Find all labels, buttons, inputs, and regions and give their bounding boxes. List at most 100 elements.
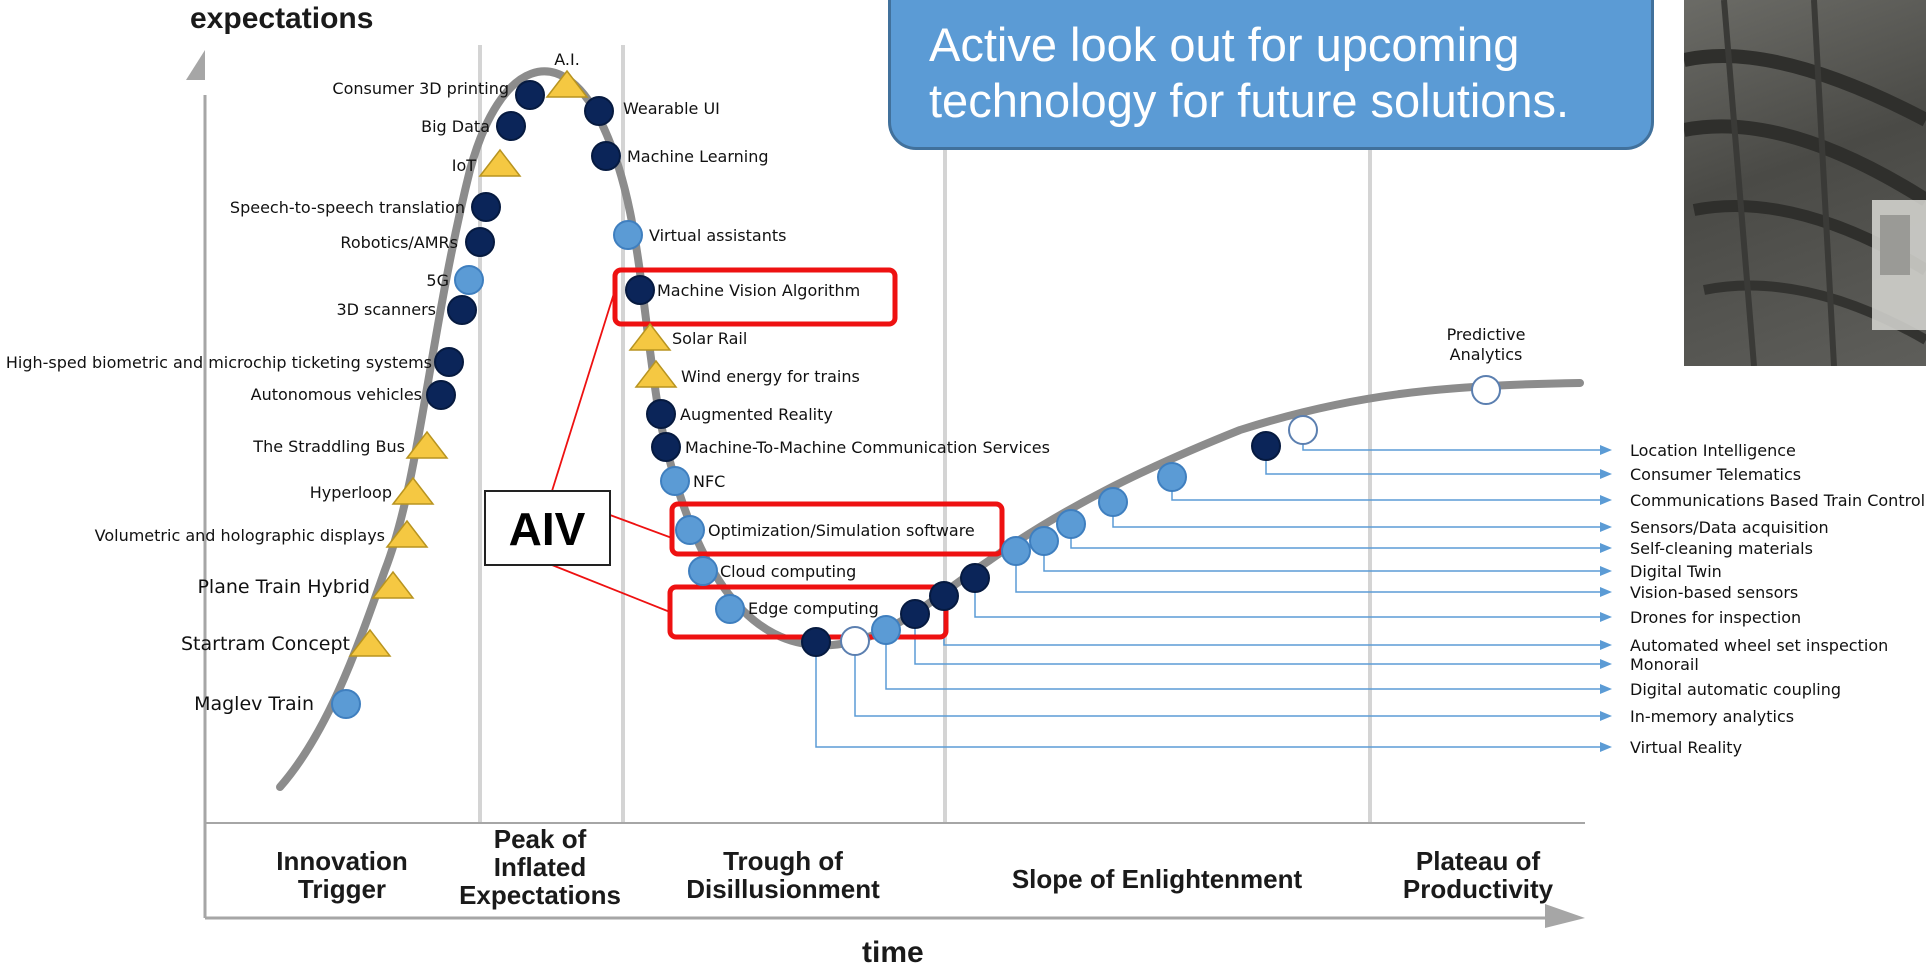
phase-label-1-line-2: Trigger xyxy=(298,874,386,904)
label-plane-train-hybrid: Plane Train Hybrid xyxy=(197,576,370,598)
connector-vision-based-sensors xyxy=(1015,565,1600,593)
arrow-location-intelligence-icon xyxy=(1600,445,1612,455)
arrow-in-memory-analytics-icon xyxy=(1600,711,1612,721)
label-volumetric-and-holographic-displays: Volumetric and holographic displays xyxy=(95,526,385,545)
marker-machine-vision-algorithm xyxy=(625,275,655,305)
list-label-vision-based-sensors: Vision-based sensors xyxy=(1630,583,1798,602)
marker-the-straddling-bus xyxy=(405,430,449,459)
label-solar-rail: Solar Rail xyxy=(672,329,747,348)
phase-label-2-line-1: Peak of xyxy=(494,824,587,854)
marker-plane-train-hybrid xyxy=(371,570,415,599)
marker-sensors-data-acquisition xyxy=(1098,487,1128,517)
connector-lines xyxy=(815,444,1612,752)
connector-digital-automatic-coupling xyxy=(885,644,1600,690)
arrow-sensors-data-acquisition-icon xyxy=(1600,522,1612,532)
marker-robotics-amrs xyxy=(465,227,495,257)
connector-automated-wheel-set-inspection xyxy=(943,610,1600,646)
marker-wind-energy-for-trains xyxy=(634,359,678,388)
phase-label-3-line-2: Disillusionment xyxy=(686,874,880,904)
arrow-self-cleaning-materials-icon xyxy=(1600,543,1612,553)
phase-label-5-line-2: Productivity xyxy=(1403,874,1554,904)
marker-digital-automatic-coupling xyxy=(871,615,901,645)
marker-startram-concept xyxy=(348,628,392,657)
marker-consumer-3d-printing xyxy=(515,80,545,110)
label-machine-to-machine-communication-services: Machine-To-Machine Communication Service… xyxy=(685,438,1050,457)
marker-iot xyxy=(478,148,522,177)
marker-virtual-assistants xyxy=(613,220,643,250)
x-axis-arrow-icon xyxy=(1545,904,1585,928)
connector-drones-for-inspection xyxy=(974,592,1600,618)
list-label-drones-for-inspection: Drones for inspection xyxy=(1630,608,1801,627)
aiv-label: AIV xyxy=(509,503,586,555)
phase-label-2-line-3: Expectations xyxy=(459,880,621,910)
arrow-automated-wheel-set-inspection-icon xyxy=(1600,640,1612,650)
label-predictive-analytics-line-1: Predictive xyxy=(1447,325,1526,344)
marker-self-cleaning-materials xyxy=(1056,509,1086,539)
marker-wearable-ui xyxy=(584,96,614,126)
technology-markers xyxy=(331,69,1501,719)
label-maglev-train: Maglev Train xyxy=(194,693,314,715)
y-axis-arrow-icon xyxy=(186,50,205,80)
label-wearable-ui: Wearable UI xyxy=(623,99,720,118)
connector-in-memory-analytics xyxy=(854,655,1600,717)
label-optimization-simulation-software: Optimization/Simulation software xyxy=(708,521,975,540)
marker-5g xyxy=(454,265,484,295)
list-label-location-intelligence: Location Intelligence xyxy=(1630,441,1796,460)
list-label-automated-wheel-set-inspection: Automated wheel set inspection xyxy=(1630,636,1888,655)
connector-monorail xyxy=(914,628,1600,665)
marker-predictive-analytics xyxy=(1471,375,1501,405)
marker-digital-twin xyxy=(1029,526,1059,556)
label-iot: IoT xyxy=(452,156,477,175)
marker-optimization-simulation-software xyxy=(675,515,705,545)
list-label-digital-automatic-coupling: Digital automatic coupling xyxy=(1630,680,1841,699)
x-axis-label: time xyxy=(862,936,924,969)
marker-virtual-reality xyxy=(801,627,831,657)
aiv-label-box: AIV xyxy=(484,490,611,566)
label-5g: 5G xyxy=(426,271,449,290)
marker-automated-wheel-set-inspection xyxy=(929,581,959,611)
connector-location-intelligence xyxy=(1302,444,1600,451)
marker-edge-computing xyxy=(715,594,745,624)
connector-consumer-telematics xyxy=(1265,460,1600,475)
marker-cloud-computing xyxy=(688,556,718,586)
marker-maglev-train xyxy=(331,689,361,719)
marker-a-i xyxy=(545,69,589,98)
tunnel-photo xyxy=(1684,0,1926,366)
arrow-consumer-telematics-icon xyxy=(1600,469,1612,479)
label-high-sped-biometric-and-microchip-ticketing-systems: High-sped biometric and microchip ticket… xyxy=(6,353,432,372)
marker-machine-learning xyxy=(591,141,621,171)
marker-nfc xyxy=(660,466,690,496)
marker-in-memory-analytics xyxy=(840,626,870,656)
callout-line-1: Active look out for upcoming xyxy=(929,18,1520,71)
phase-label-4-line-1: Slope of Enlightenment xyxy=(1012,864,1303,894)
arrow-digital-automatic-coupling-icon xyxy=(1600,684,1612,694)
marker-autonomous-vehicles xyxy=(426,380,456,410)
label-consumer-3d-printing: Consumer 3D printing xyxy=(332,79,509,98)
marker-location-intelligence xyxy=(1288,415,1318,445)
list-label-communications-based-train-control: Communications Based Train Control xyxy=(1630,491,1925,510)
marker-augmented-reality xyxy=(646,399,676,429)
marker-communications-based-train-control xyxy=(1157,462,1187,492)
arrow-drones-for-inspection-icon xyxy=(1600,612,1612,622)
arrow-vision-based-sensors-icon xyxy=(1600,587,1612,597)
arrow-virtual-reality-icon xyxy=(1600,742,1612,752)
marker-high-sped-biometric-and-microchip-ticketing-systems xyxy=(434,347,464,377)
connector-virtual-reality xyxy=(815,656,1600,748)
marker-3d-scanners xyxy=(447,295,477,325)
phase-label-2-line-2: Inflated xyxy=(494,852,586,882)
label-hyperloop: Hyperloop xyxy=(310,483,392,502)
marker-big-data xyxy=(496,111,526,141)
connector-sensors-data-acquisition xyxy=(1112,516,1600,528)
label-big-data: Big Data xyxy=(421,117,490,136)
list-label-virtual-reality: Virtual Reality xyxy=(1630,738,1742,757)
marker-solar-rail xyxy=(628,322,672,351)
phase-label-3-line-1: Trough of xyxy=(723,846,843,876)
callout-box: Active look out for upcoming technology … xyxy=(888,0,1654,150)
marker-vision-based-sensors xyxy=(1001,536,1031,566)
highlight-optimization-simulation-software xyxy=(669,501,1005,557)
label-virtual-assistants: Virtual assistants xyxy=(649,226,786,245)
